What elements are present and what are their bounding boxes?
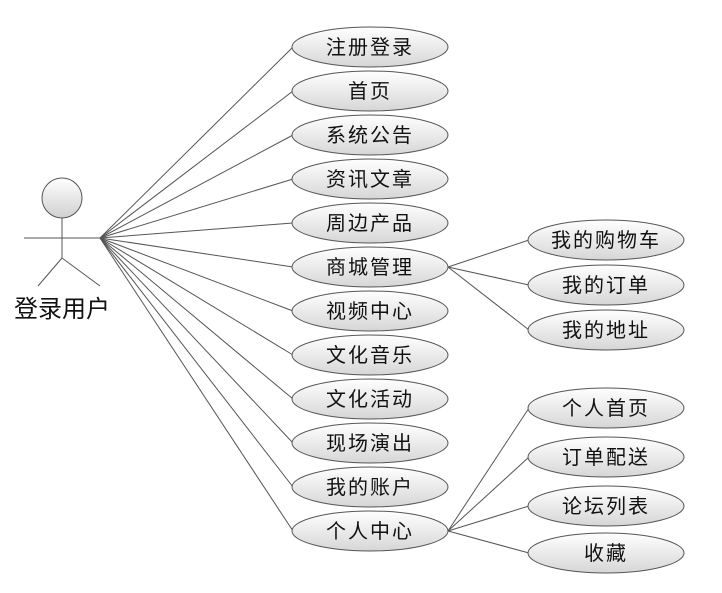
- use-case-label: 订单配送: [562, 445, 650, 469]
- use-case-ellipse: [527, 532, 685, 574]
- use-case-label: 周边产品: [326, 211, 414, 235]
- use-case-ellipse: [527, 309, 685, 351]
- use-case-label: 现场演出: [326, 431, 414, 455]
- use-case-1[interactable]: 注册登录: [291, 26, 449, 68]
- use-case-label: 系统公告: [326, 123, 414, 147]
- use-case-label: 首页: [348, 79, 392, 103]
- use-case-ellipse: [291, 114, 449, 156]
- use-case-label: 商城管理: [326, 255, 414, 279]
- mall-link-1: [447, 239, 530, 268]
- actor-link-2: [99, 90, 294, 239]
- use-case-label: 论坛列表: [562, 494, 650, 518]
- association-lines: [99, 46, 530, 554]
- center-link-2: [447, 456, 530, 532]
- use-case-ellipse: [527, 387, 685, 429]
- use-case-6[interactable]: 商城管理: [291, 246, 449, 288]
- use-case-label: 个人首页: [562, 396, 650, 420]
- actor-link-11: [99, 237, 294, 488]
- use-case-ellipse: [291, 70, 449, 112]
- use-case-ellipse: [291, 334, 449, 376]
- use-case-ellipse: [291, 466, 449, 508]
- actor-link-1: [99, 46, 294, 239]
- actor-link-7: [99, 237, 294, 312]
- use-case-ellipse: [291, 290, 449, 332]
- use-case-ellipse: [291, 246, 449, 288]
- use-cases: 注册登录首页系统公告资讯文章周边产品商城管理视频中心文化音乐文化活动现场演出我的…: [291, 26, 685, 574]
- use-case-label: 收藏: [584, 541, 628, 565]
- actor-link-9: [99, 237, 294, 400]
- use-case-ellipse: [291, 202, 449, 244]
- use-case-ellipse: [527, 436, 685, 478]
- use-case-label: 我的购物车: [551, 228, 661, 252]
- actor-link-6: [99, 237, 294, 268]
- use-case-4[interactable]: 资讯文章: [291, 158, 449, 200]
- use-case-ellipse: [291, 422, 449, 464]
- use-case-label: 我的订单: [562, 273, 650, 297]
- actor-right-leg: [61, 257, 101, 287]
- mall-sub-case-3[interactable]: 我的地址: [527, 309, 685, 351]
- actor-link-5: [99, 222, 294, 239]
- actor-link-12: [99, 237, 294, 532]
- use-case-label: 个人中心: [326, 519, 414, 543]
- use-case-ellipse: [291, 158, 449, 200]
- use-case-11[interactable]: 我的账户: [291, 466, 449, 508]
- use-case-5[interactable]: 周边产品: [291, 202, 449, 244]
- use-case-ellipse: [527, 219, 685, 261]
- actor-label: 登录用户: [14, 295, 110, 323]
- actor-link-10: [99, 237, 294, 444]
- mall-sub-case-2[interactable]: 我的订单: [527, 264, 685, 306]
- use-case-7[interactable]: 视频中心: [291, 290, 449, 332]
- use-case-ellipse: [527, 485, 685, 527]
- center-link-1: [447, 407, 530, 532]
- use-case-ellipse: [291, 510, 449, 552]
- actor-left-leg: [37, 257, 63, 287]
- center-sub-case-1[interactable]: 个人首页: [527, 387, 685, 429]
- use-case-3[interactable]: 系统公告: [291, 114, 449, 156]
- use-case-label: 视频中心: [326, 299, 414, 323]
- use-case-label: 我的地址: [562, 318, 650, 342]
- use-case-8[interactable]: 文化音乐: [291, 334, 449, 376]
- use-case-10[interactable]: 现场演出: [291, 422, 449, 464]
- use-case-label: 我的账户: [326, 475, 414, 499]
- use-case-ellipse: [291, 378, 449, 420]
- use-case-label: 注册登录: [326, 35, 414, 59]
- use-case-label: 文化活动: [326, 387, 414, 411]
- center-sub-case-2[interactable]: 订单配送: [527, 436, 685, 478]
- use-case-label: 资讯文章: [326, 167, 414, 191]
- mall-link-3: [447, 266, 530, 331]
- use-case-2[interactable]: 首页: [291, 70, 449, 112]
- actor-link-3: [99, 134, 294, 239]
- center-sub-case-3[interactable]: 论坛列表: [527, 485, 685, 527]
- actor-login-user: 登录用户: [14, 177, 110, 323]
- mall-sub-case-1[interactable]: 我的购物车: [527, 219, 685, 261]
- center-sub-case-4[interactable]: 收藏: [527, 532, 685, 574]
- use-case-12[interactable]: 个人中心: [291, 510, 449, 552]
- mall-link-2: [447, 266, 530, 286]
- use-case-label: 文化音乐: [326, 343, 414, 367]
- use-case-ellipse: [527, 264, 685, 306]
- center-link-4: [447, 530, 530, 554]
- use-case-ellipse: [291, 26, 449, 68]
- actor-link-8: [99, 237, 294, 356]
- actor-head: [41, 177, 83, 219]
- actor-link-4: [99, 178, 294, 239]
- use-case-9[interactable]: 文化活动: [291, 378, 449, 420]
- center-link-3: [447, 505, 530, 532]
